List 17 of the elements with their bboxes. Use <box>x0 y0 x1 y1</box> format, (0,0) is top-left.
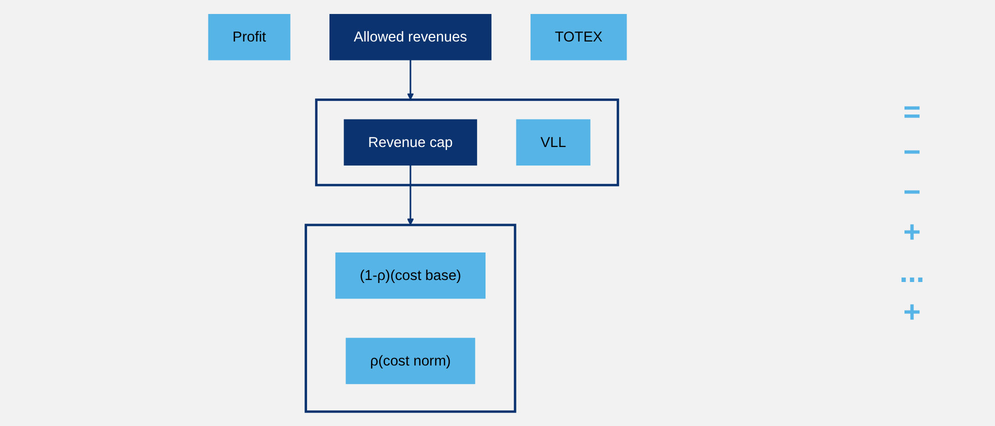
operator-sign: − <box>902 176 922 210</box>
node-box: VLL <box>516 119 590 166</box>
cluster <box>304 224 516 413</box>
operator-sign: ... <box>898 256 926 290</box>
operator-sign: = <box>902 96 922 130</box>
node-box: Profit <box>208 14 290 60</box>
node-box: (1-ρ)(cost base) <box>335 252 486 299</box>
operator-sign: + <box>902 216 922 250</box>
node-box: ρ(cost norm) <box>346 338 476 384</box>
arrow <box>406 165 414 226</box>
cluster <box>315 98 620 186</box>
node-box: TOTEX <box>530 14 627 60</box>
node-box: Revenue cap <box>344 119 478 166</box>
node-box: Allowed revenues <box>329 14 492 60</box>
operator-sign: − <box>902 136 922 170</box>
arrow <box>406 60 414 100</box>
operator-sign: + <box>902 296 922 330</box>
